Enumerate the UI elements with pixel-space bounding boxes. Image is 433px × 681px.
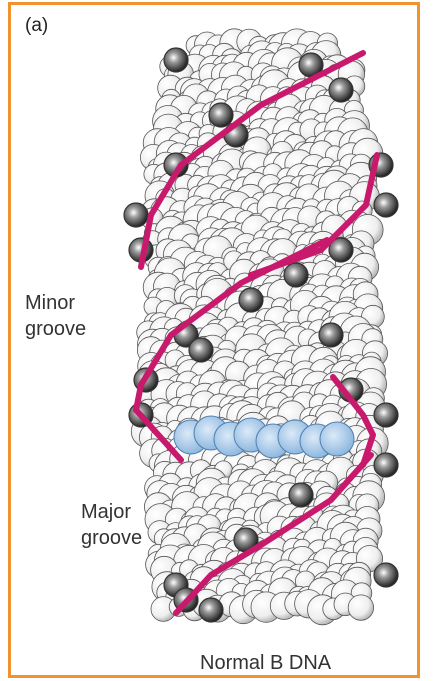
phosphate-sphere [189,338,213,362]
phosphate-sphere [164,48,188,72]
phosphate-sphere [374,193,398,217]
minor-groove-label-line-2: groove [25,316,86,342]
minor-groove-label: Minor groove [25,290,86,342]
phosphate-sphere [284,263,308,287]
phosphate-sphere [124,203,148,227]
phosphate-sphere [209,103,233,127]
figure-caption: Normal B DNA [200,652,331,675]
phosphate-sphere [239,288,263,312]
figure-frame: (a) Minor groove Major groove Normal B D… [8,2,420,678]
major-groove-label-line-1: Major [81,499,142,525]
phosphate-sphere [319,323,343,347]
phosphate-sphere [374,563,398,587]
major-groove-label-line-2: groove [81,525,142,551]
space-filling-atoms [131,29,388,625]
phosphate-sphere [329,78,353,102]
phosphate-sphere [199,598,223,622]
panel-label: (a) [25,15,48,37]
base-pair-atom [320,422,354,456]
minor-groove-label-line-1: Minor [25,290,86,316]
phosphate-sphere [289,483,313,507]
phosphate-sphere [374,453,398,477]
major-groove-label: Major groove [81,499,142,551]
atom-sphere [348,595,373,620]
phosphate-sphere [374,403,398,427]
